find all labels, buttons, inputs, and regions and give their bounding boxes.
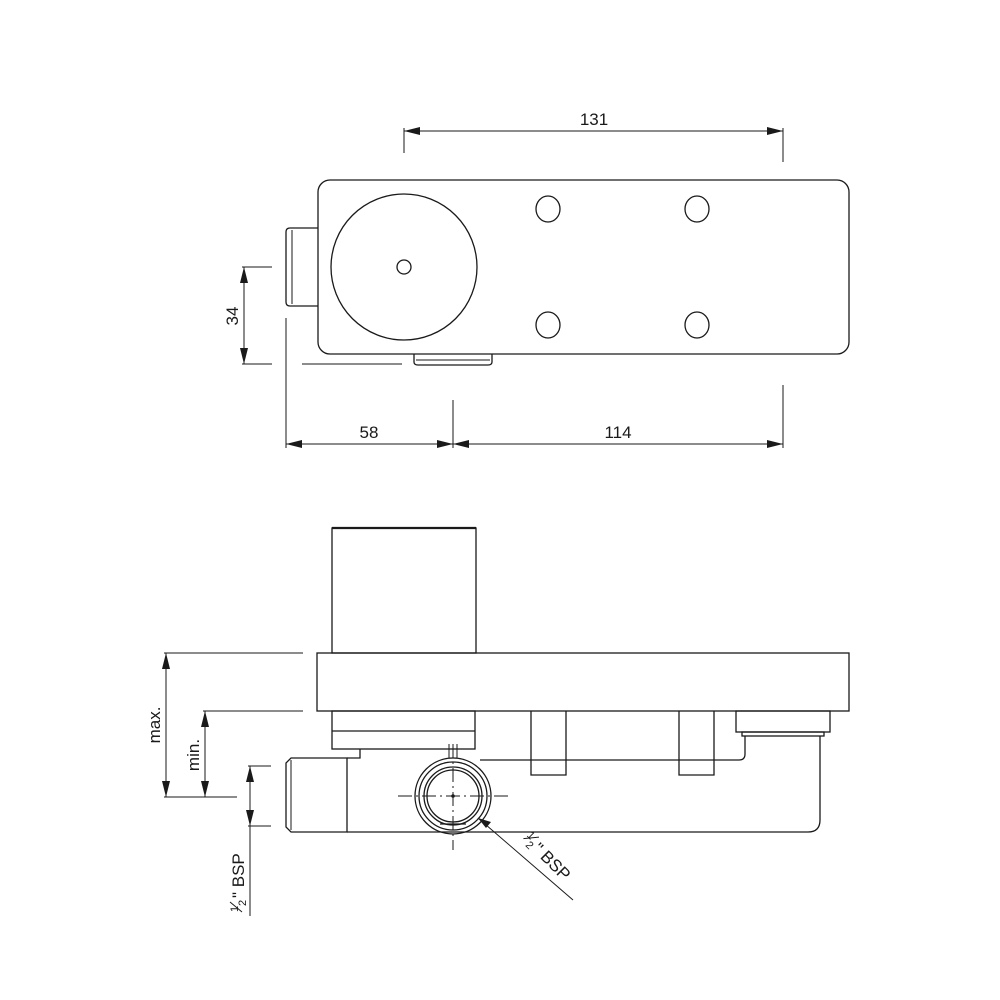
dim-58-label: 58: [360, 423, 379, 442]
svg-text:1: 1: [229, 906, 241, 912]
dimension-34: 34: [223, 266, 402, 365]
side-view: [285, 526, 850, 850]
dimension-58-114: 58 114: [285, 318, 784, 448]
left-inlet: [285, 757, 348, 833]
left-bsp-label: " BSP: [229, 853, 248, 898]
collar: [331, 710, 476, 750]
stud: [678, 711, 715, 776]
mount-hole: [535, 195, 561, 223]
dim-131-label: 131: [580, 110, 608, 129]
dim-114-label: 114: [604, 423, 631, 442]
mount-hole: [535, 311, 561, 339]
min-label: min.: [184, 739, 203, 771]
valve-cartridge-circle: [330, 193, 478, 341]
bottom-nipple: [413, 354, 493, 366]
center-bsp-label: " BSP: [529, 839, 574, 884]
dimension-max-min: max. min.: [145, 652, 303, 798]
leader-center-bsp: 1 2 " BSP: [477, 817, 574, 901]
right-fitting: [735, 710, 831, 733]
top-view: [285, 179, 850, 366]
dim-34-label: 34: [223, 307, 242, 326]
left-nipple: [285, 227, 318, 307]
dimension-left-bsp: 1 2 " BSP: [229, 765, 271, 916]
svg-text:2: 2: [237, 900, 249, 906]
cover-plate: [316, 652, 850, 712]
stud: [530, 711, 567, 776]
mount-hole: [684, 195, 710, 223]
cartridge-block: [331, 527, 477, 654]
mount-hole: [684, 311, 710, 339]
center-hole: [396, 259, 412, 275]
dimension-131: 131: [403, 110, 784, 162]
top-plate: [317, 179, 850, 355]
max-label: max.: [145, 707, 164, 744]
valve-body: [347, 736, 821, 833]
